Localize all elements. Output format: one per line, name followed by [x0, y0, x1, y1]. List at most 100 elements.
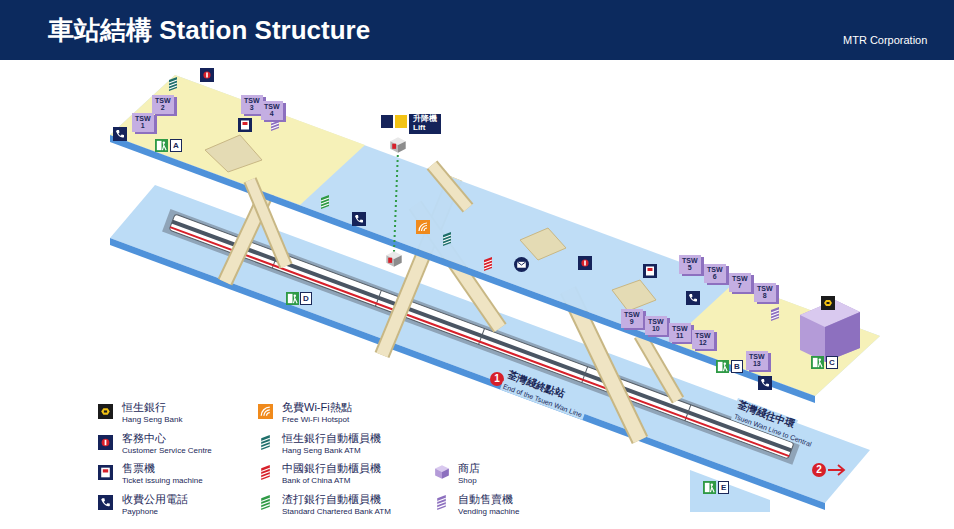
shop-box: TSW 7 — [729, 273, 751, 292]
legend-text: 商店 — [458, 462, 480, 475]
direction-arrow — [828, 465, 844, 475]
legend-sample — [98, 465, 113, 480]
escalator — [250, 180, 286, 266]
legend-text: 免費Wi-Fi熱點 — [282, 401, 352, 414]
legend-sample — [258, 404, 273, 419]
payphone-icon — [758, 376, 772, 390]
paid-area-right — [670, 282, 880, 396]
legend-text: Payphone — [122, 507, 158, 517]
shop-label: TSW 7 — [732, 275, 748, 290]
shop-label: TSW 13 — [749, 353, 765, 368]
shop-label: TSW 1 — [135, 115, 151, 130]
ticket-machine-icon — [238, 118, 252, 132]
legend-text: 收費公用電話 — [122, 493, 188, 506]
corporation-name: MTR Corporation — [843, 34, 927, 46]
legend-sample — [437, 495, 446, 510]
facility-icons — [113, 68, 844, 494]
hsb-atm-icon — [443, 232, 451, 246]
page-title: 車站結構 Station Structure — [48, 15, 370, 45]
scb-atm-icon — [321, 195, 329, 209]
stairs — [520, 228, 566, 260]
shop-label: TSW 5 — [682, 257, 698, 272]
lift-car — [390, 137, 405, 152]
legend-text: 客務中心 — [122, 432, 166, 445]
exit-icon — [716, 360, 729, 373]
callout-number: 2 — [812, 463, 826, 477]
hsb-atm-icon — [169, 77, 177, 91]
concourse-floor — [110, 75, 880, 396]
lift — [381, 115, 407, 267]
shop-box: TSW 1 — [132, 113, 154, 132]
shop-box: TSW 9 — [621, 309, 643, 328]
shop-label: TSW 6 — [707, 266, 723, 281]
shop-label: TSW 12 — [695, 332, 711, 347]
shop-box: TSW 10 — [645, 316, 667, 335]
legend-text: 渣打銀行自動櫃員機 — [282, 493, 381, 506]
shop-box: TSW 8 — [754, 283, 776, 302]
shop-label: TSW 10 — [648, 318, 664, 333]
legend-sample — [98, 435, 113, 450]
branch-side — [825, 312, 860, 362]
legend-sample — [261, 465, 270, 480]
shop-label: TSW 2 — [155, 97, 171, 112]
header-band — [0, 0, 954, 60]
exit-letter: E — [718, 481, 729, 494]
legend-text: Shop — [458, 476, 477, 486]
legend-sample — [261, 435, 270, 450]
legend-text: Standard Chartered Bank ATM — [282, 507, 391, 517]
exit-icon — [286, 292, 299, 305]
customer-service-icon — [200, 68, 214, 82]
exit-icon — [155, 139, 168, 152]
legend-text: 恒生銀行自動櫃員機 — [282, 432, 381, 445]
legend-text: Free Wi-Fi Hotspot — [282, 415, 349, 425]
exit-pad — [690, 470, 770, 512]
shop-label: TSW 11 — [672, 325, 688, 340]
shop-box: TSW 3 — [241, 95, 263, 114]
exit-letter: B — [731, 360, 743, 373]
escalator — [432, 165, 468, 208]
concourse-level — [110, 75, 880, 403]
legend-sample — [98, 404, 113, 419]
exit-letter: C — [826, 356, 838, 369]
legend-text: 恒生銀行 — [122, 401, 166, 414]
lift-shaft — [394, 150, 398, 252]
lift-label: Lift — [413, 124, 437, 133]
payphone-icon — [113, 127, 127, 141]
legend-text: Hang Seng Bank ATM — [282, 446, 361, 456]
legend-icons — [98, 404, 449, 510]
legend-sample — [98, 495, 113, 510]
escalator — [432, 165, 468, 208]
escalators-upper — [250, 165, 468, 266]
legend-text: 售票機 — [122, 462, 155, 475]
shop-label: TSW 4 — [264, 103, 280, 118]
wifi-icon — [416, 220, 430, 234]
payphone-icon — [686, 291, 700, 305]
stairs — [205, 135, 262, 172]
shop-box: TSW 6 — [704, 264, 726, 283]
legend-text: Vending machine — [458, 507, 519, 517]
lift-label: 升降機 — [413, 115, 437, 124]
shop-box: TSW 5 — [679, 255, 701, 274]
exit-letter: A — [170, 139, 182, 152]
shop-box: TSW 12 — [692, 330, 714, 349]
concourse-edge — [110, 135, 815, 403]
exit-letter: D — [300, 292, 312, 305]
escalator — [250, 180, 286, 266]
shop-box: TSW 4 — [261, 101, 283, 120]
legend-text: 自動售賣機 — [458, 493, 513, 506]
legend-text: Ticket issuing machine — [122, 476, 203, 486]
ticket-machine-icon — [643, 264, 657, 278]
legend-text: Bank of China ATM — [282, 476, 350, 486]
stairs — [612, 280, 656, 311]
lift-icon — [395, 115, 407, 128]
legend-sample — [435, 465, 449, 479]
shop-box: TSW 11 — [669, 323, 691, 342]
lift-icon — [381, 115, 393, 128]
shop-label: TSW 9 — [624, 311, 640, 326]
legend-text: Hang Seng Bank — [122, 415, 183, 425]
boc-atm-icon — [484, 257, 492, 271]
shop-box: TSW 13 — [746, 351, 768, 370]
exit-icon — [703, 481, 716, 494]
legend-text: 中國銀行自動櫃員機 — [282, 462, 381, 475]
shop-label: TSW 3 — [244, 97, 260, 112]
